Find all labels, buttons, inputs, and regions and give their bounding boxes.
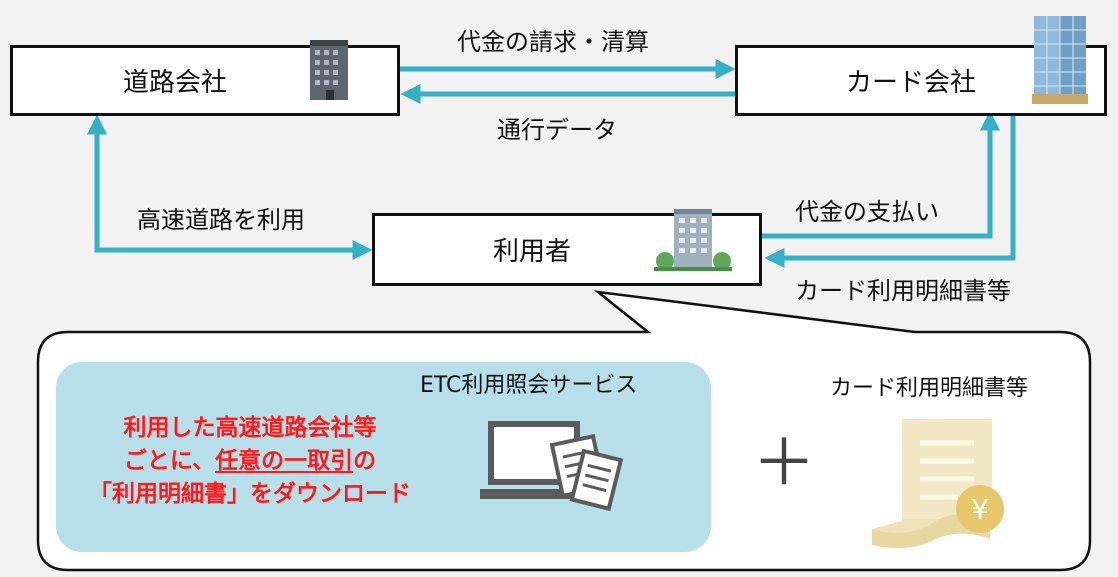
- svg-text:¥: ¥: [971, 493, 989, 526]
- service-description-line3: 「利用明細書」をダウンロード: [89, 481, 411, 507]
- user-box: 利用者: [372, 213, 762, 286]
- road-company-label: 道路会社: [122, 68, 227, 98]
- arrow-payment: [762, 110, 1000, 239]
- card-statement-detail-label: カード利用明細書等: [830, 376, 1029, 401]
- service-description-line1: 利用した高速道路会社等: [123, 415, 377, 441]
- service-description-line2: ごとに、任意の一取引の: [123, 448, 377, 474]
- card-company-label: カード会社: [845, 68, 976, 98]
- user-label: 利用者: [492, 237, 571, 267]
- plus-sign: ＋: [752, 427, 816, 501]
- highway-use-label: 高速道路を利用: [137, 206, 305, 234]
- billing-label: 代金の請求・清算: [457, 28, 649, 56]
- payment-label: 代金の支払い: [795, 198, 939, 226]
- service-description: 利用した高速道路会社等 ごとに、任意の一取引の 「利用明細書」をダウンロード: [70, 412, 430, 511]
- statement-yen-icon: ¥: [872, 419, 1004, 549]
- traffic-data-label: 通行データ: [497, 116, 617, 144]
- card-statement-flow-label: カード利用明細書等: [795, 277, 1011, 305]
- user-building-icon: [654, 209, 732, 271]
- laptop-documents-icon: [480, 421, 624, 512]
- arrow-card-statement: [764, 114, 1016, 268]
- card-company-building-icon: [1032, 16, 1088, 104]
- road-company-building-icon: [310, 40, 348, 100]
- etc-service-title: ETC利用照会サービス: [420, 373, 638, 398]
